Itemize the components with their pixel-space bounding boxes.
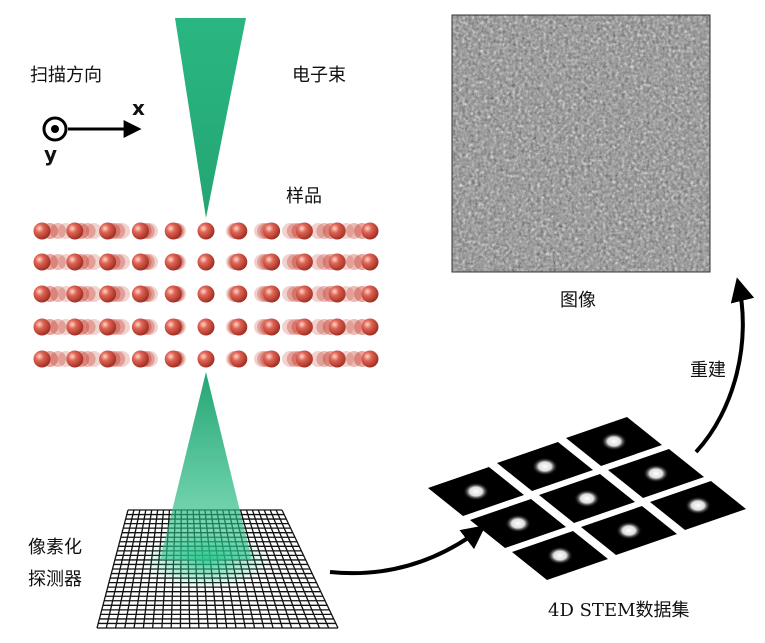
sample-atom [226, 285, 248, 303]
reconstruction-label: 重建 [690, 360, 726, 381]
sample-atom [66, 253, 102, 271]
diffraction-spot [601, 432, 627, 451]
diffraction-spot [685, 496, 711, 515]
sample-atom [310, 253, 346, 271]
sample-atom [131, 318, 158, 336]
sample-atom [99, 285, 130, 303]
sample-atom [66, 318, 102, 336]
diffraction-pattern-panel [428, 467, 524, 516]
sample-atom [164, 222, 186, 240]
sample-atom [197, 285, 215, 303]
sample-atom [164, 318, 186, 336]
sample-atom [131, 253, 158, 271]
sample-atom [226, 318, 248, 336]
x-axis-label: x [132, 96, 145, 120]
diffraction-spot [505, 514, 531, 533]
diffraction-spot [547, 546, 573, 565]
sample-atom [99, 318, 130, 336]
beam-spot-glow [144, 532, 268, 588]
detector-label-line2: 探测器 [28, 569, 82, 590]
diffraction-spot [574, 489, 600, 508]
diffraction-pattern-panel [497, 442, 593, 491]
sample-atom [99, 222, 130, 240]
diffraction-pattern-panel [512, 531, 608, 580]
sample-atom [254, 222, 281, 240]
reconstructed-image [451, 14, 711, 273]
sample-atom [310, 285, 346, 303]
sample-atom [131, 222, 158, 240]
detector-grid-line [281, 509, 339, 629]
sample-atom [254, 318, 281, 336]
detector-grid-line [251, 509, 293, 629]
sample-atom [310, 222, 346, 240]
sample-atom [282, 222, 313, 240]
sample-atom [164, 285, 186, 303]
detector-grid-line [257, 509, 302, 629]
sample-atom [33, 253, 74, 271]
sample-atom [282, 350, 313, 368]
sample-atom [131, 285, 158, 303]
detector-grid-line [269, 509, 321, 629]
sample-atom [197, 253, 215, 271]
sample-atom [282, 285, 313, 303]
image-label: 图像 [560, 290, 596, 311]
detector-label-line1: 像素化 [28, 537, 82, 558]
sample-atom [66, 222, 102, 240]
diffraction-pattern-panel [470, 499, 566, 548]
sample-atom [131, 350, 158, 368]
detector-to-dataset-arrow [329, 525, 486, 576]
dataset-panels [428, 417, 746, 580]
sample-lattice [33, 222, 379, 368]
beam-cone-top [175, 18, 246, 218]
sample-atom [66, 285, 102, 303]
sample-atom [338, 350, 379, 368]
sample-atom [282, 253, 313, 271]
sample-atom [66, 350, 102, 368]
diffraction-spot [616, 521, 642, 540]
sample-atom [99, 350, 130, 368]
y-axis-label: y [44, 142, 58, 166]
sample-atom [226, 350, 248, 368]
diffraction-pattern-panel [566, 417, 662, 466]
diffraction-pattern-panel [539, 474, 635, 523]
sample-atom [226, 253, 248, 271]
sample-atom [338, 222, 379, 240]
sample-atom [338, 285, 379, 303]
y-axis-dot-icon [42, 116, 68, 142]
sample-atom [33, 318, 74, 336]
sample-atom [33, 222, 74, 240]
diffraction-spot [532, 457, 558, 476]
sample-atom [197, 222, 215, 240]
sample-atom [164, 253, 186, 271]
scan-direction-label: 扫描方向 [30, 65, 102, 86]
reconstruction-arrow [694, 277, 755, 454]
sample-atom [310, 318, 346, 336]
diffraction-pattern-panel [581, 506, 677, 555]
sample-atom [226, 222, 248, 240]
sample-atom [254, 285, 281, 303]
diffraction-spot [643, 464, 669, 483]
sample-label: 样品 [286, 186, 322, 207]
detector-grid-line [275, 509, 330, 629]
sample-atom [282, 318, 313, 336]
electron-beam-label: 电子束 [292, 65, 346, 86]
dataset-label: 4D STEM数据集 [548, 600, 690, 621]
axis-indicator [42, 116, 142, 142]
sample-atom [254, 350, 281, 368]
detector-grid-line [263, 509, 311, 629]
sample-atom [197, 318, 215, 336]
sample-atom [310, 350, 346, 368]
diffraction-pattern-panel [608, 449, 704, 498]
sample-atom [197, 350, 215, 368]
sample-atom [99, 253, 130, 271]
sample-atom [338, 318, 379, 336]
sample-atom [164, 350, 186, 368]
diffraction-pattern-panel [650, 481, 746, 530]
beam-cone-bottom [160, 372, 252, 560]
sample-atom [254, 253, 281, 271]
diffraction-spot [463, 482, 489, 501]
sample-atom [338, 253, 379, 271]
